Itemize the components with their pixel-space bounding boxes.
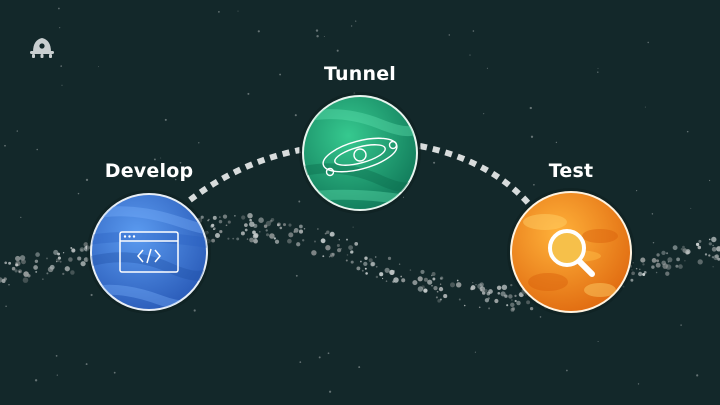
magnifier-icon xyxy=(548,229,595,277)
planet-develop xyxy=(87,190,211,314)
connector-tunnel-test xyxy=(419,143,533,207)
orbit-icon xyxy=(322,137,398,177)
connector-develop-tunnel xyxy=(188,147,301,203)
planet-test xyxy=(507,188,635,316)
planet-tunnel xyxy=(299,92,421,214)
stage-label-develop: Develop xyxy=(104,160,194,182)
code-window-icon xyxy=(119,231,179,273)
starfield xyxy=(4,7,714,393)
rocket-ship-icon xyxy=(30,38,54,58)
stage-label-tunnel: Tunnel xyxy=(323,63,397,85)
stage-label-test: Test xyxy=(548,160,594,182)
